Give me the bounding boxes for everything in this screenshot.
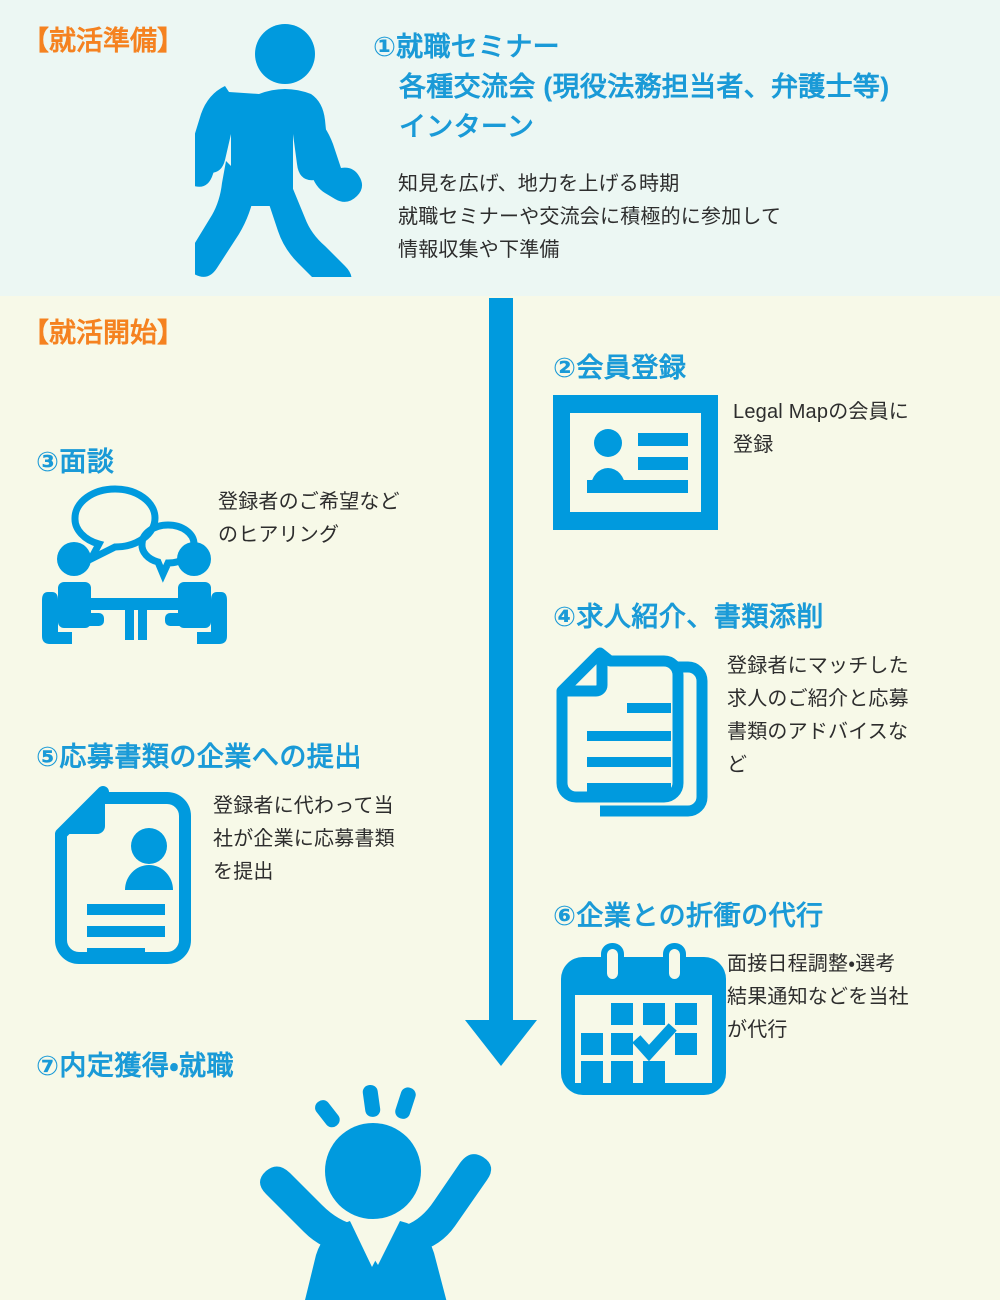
walking-person-icon [195, 24, 363, 277]
step-5-desc-line-3: を提出 [213, 861, 274, 883]
walking-person-icon-wrap [195, 22, 365, 277]
step-7-title: ⑦内定獲得・就職 [36, 1051, 235, 1081]
step-1-title-line-3: インターン [399, 111, 535, 142]
step-4-desc-line-3: 書類のアドバイスな [727, 721, 909, 743]
flow-arrow [462, 298, 540, 1068]
step-3-desc-line-2: のヒアリング [218, 524, 340, 546]
celebrating-person-icon [260, 1084, 492, 1300]
step-3-title: ③面談 [36, 447, 115, 477]
step-1-title-line-2: 各種交流会 (現役法務担当者、弁護士等) [399, 71, 890, 102]
step-1-title: ①就職セミナー 各種交流会 (現役法務担当者、弁護士等) インターン [373, 28, 973, 148]
step-1-desc-line-2: 就職セミナーや交流会に積極的に参加して [398, 206, 782, 228]
interview-meeting-icon-wrap [42, 482, 232, 647]
step-3-description: 登録者のご希望など のヒアリング [218, 486, 400, 552]
step-5-description: 登録者に代わって当 社が企業に応募書類 を提出 [213, 790, 395, 889]
step-5-title: ⑤応募書類の企業への提出 [36, 742, 362, 772]
step-1-desc-line-3: 情報収集や下準備 [398, 239, 560, 261]
step-2-title: ②会員登録 [553, 353, 687, 383]
id-card-icon [553, 395, 718, 530]
step-1-description: 知見を広げ、地力を上げる時期 就職セミナーや交流会に積極的に参加して 情報収集や… [398, 168, 781, 267]
step-1-desc-line-1: 知見を広げ、地力を上げる時期 [398, 173, 680, 195]
calendar-check-icon [561, 943, 726, 1095]
celebrating-person-icon-wrap [258, 1035, 498, 1300]
resume-document-icon [55, 786, 191, 964]
step-5-desc-line-2: 社が企業に応募書類 [213, 828, 395, 850]
step-1-title-line-1: ①就職セミナー [373, 32, 560, 62]
resume-document-icon-wrap [55, 786, 210, 966]
step-4-desc-line-4: ど [727, 754, 748, 776]
down-arrow-icon [465, 298, 537, 1066]
id-card-icon-wrap [553, 395, 718, 530]
step-6-desc-line-2: 結果通知などを当社 [727, 986, 909, 1008]
step-4-desc-line-2: 求人のご紹介と応募 [727, 688, 909, 710]
step-2-desc-line-1: Legal Mapの会員に [733, 401, 909, 423]
step-6-title: ⑥企業との折衝の代行 [553, 901, 824, 931]
step-6-desc-line-3: が代行 [727, 1019, 788, 1041]
step-6-desc-line-1: 面接日程調整・選考 [727, 953, 896, 975]
stage-label-start: 【就活開始】 [22, 318, 184, 348]
step-6-description: 面接日程調整・選考 結果通知などを当社 が代行 [727, 948, 909, 1047]
step-2-desc-line-2: 登録 [733, 434, 774, 456]
stage-label-preparation: 【就活準備】 [22, 26, 184, 56]
step-3-desc-line-1: 登録者のご希望など [218, 491, 400, 513]
step-2-description: Legal Mapの会員に 登録 [733, 396, 909, 462]
calendar-check-icon-wrap [561, 943, 726, 1095]
step-5-desc-line-1: 登録者に代わって当 [213, 795, 394, 817]
preparation-band-background [0, 0, 1000, 296]
stacked-documents-icon [556, 647, 708, 817]
stacked-documents-icon-wrap [555, 645, 720, 825]
step-4-description: 登録者にマッチした 求人のご紹介と応募 書類のアドバイスな ど [727, 650, 909, 782]
interview-meeting-icon [42, 485, 227, 644]
step-4-title: ④求人紹介、書類添削 [553, 602, 824, 632]
step-4-desc-line-1: 登録者にマッチした [727, 655, 909, 677]
